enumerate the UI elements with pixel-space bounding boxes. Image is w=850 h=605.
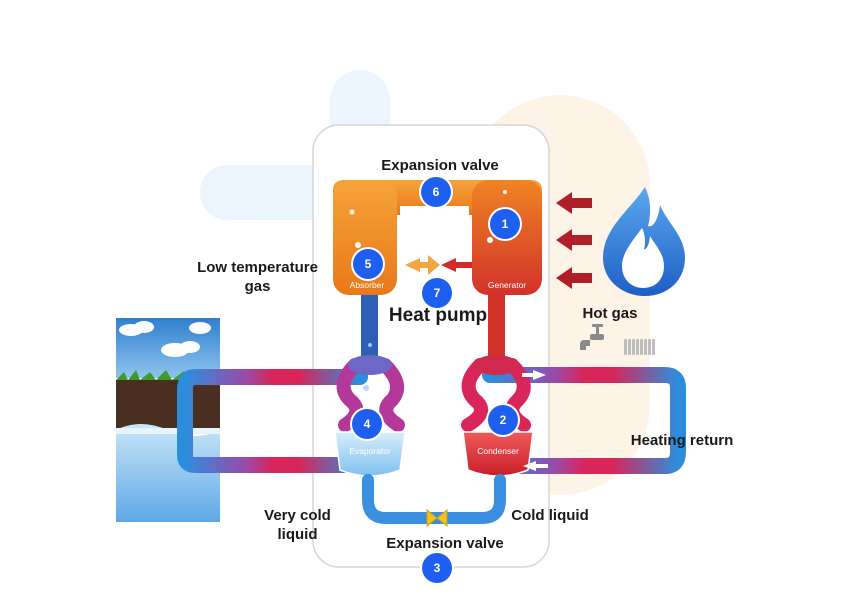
badge-1: 1 <box>490 209 520 239</box>
badge-4: 4 <box>352 409 382 439</box>
expansion-valve-bottom-label: Expansion valve <box>386 535 504 552</box>
evaporator <box>334 431 406 477</box>
left-loop-pipe <box>177 369 368 473</box>
badge-3: 3 <box>422 553 452 583</box>
generator-down-pipe <box>488 290 505 360</box>
badge-2: 2 <box>488 405 518 435</box>
heat-pump-label: Heat pump <box>388 305 488 326</box>
very-cold-liquid-label: Very cold liquid <box>250 507 345 545</box>
evaporator-label: Evaporator <box>349 446 391 456</box>
radiator-icon <box>624 339 655 355</box>
badge-7: 7 <box>422 278 452 308</box>
very-cold-liquid-line2: liquid <box>277 525 318 543</box>
expansion-valve-bottom-icon <box>426 508 448 528</box>
generator-label: Generator <box>487 280 527 290</box>
flow-arrow-out-icon <box>522 370 546 380</box>
badge-6: 6 <box>421 177 451 207</box>
flow-arrow-in-icon <box>523 461 548 471</box>
low-temperature-gas-label: Low temperature gas <box>175 259 340 297</box>
cold-liquid-label: Cold liquid <box>511 507 589 524</box>
badge-5: 5 <box>353 249 383 279</box>
right-loop-pipe <box>482 367 686 474</box>
landscape-scene <box>116 318 220 522</box>
expansion-valve-top-label: Expansion valve <box>381 157 499 174</box>
faucet-icon <box>580 324 604 350</box>
absorber-down-pipe <box>361 290 378 360</box>
very-cold-liquid-line1: Very cold <box>264 507 331 524</box>
heat-input-arrow-icon <box>556 192 592 289</box>
heating-return-label: Heating return <box>630 432 734 449</box>
absorber-label: Absorber <box>349 280 385 290</box>
hot-gas-label: Hot gas <box>582 305 638 322</box>
low-temperature-gas-line2: gas <box>244 277 271 295</box>
flame-icon <box>603 187 685 296</box>
condenser-label: Condenser <box>477 446 519 456</box>
low-temperature-gas-line1: Low temperature <box>197 259 318 276</box>
